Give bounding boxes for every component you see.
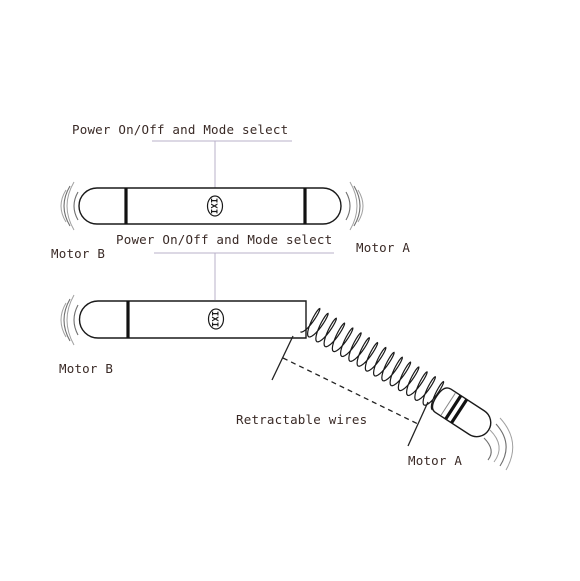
motor-a-cap-line (440, 392, 456, 416)
bottom-motor-b-label: Motor B (59, 361, 113, 376)
retractable-wire-coil (300, 307, 445, 411)
bottom-logo-text: IXI (209, 311, 219, 327)
wire-bracket-start-tick (271, 335, 294, 381)
wire-bracket-dashed-line (282, 357, 419, 425)
motor-a-band-1 (444, 394, 463, 420)
motor-a-band-2 (450, 398, 469, 424)
top-device: Power On/Off and Mode select IXI Motor B… (51, 122, 410, 261)
top-motor-a-label: Motor A (356, 240, 410, 255)
top-left-vibration-icon (60, 181, 79, 231)
coil-spiral-path (300, 307, 445, 411)
top-right-vibration-icon (345, 181, 364, 231)
motor-a-bullet (431, 387, 492, 438)
bottom-right-vibration-icon (483, 417, 514, 471)
top-power-button-logo-icon: IXI (206, 195, 224, 217)
top-logo-text: IXI (208, 198, 218, 214)
retractable-wires-label: Retractable wires (236, 412, 367, 427)
top-motor-b-label: Motor B (51, 246, 105, 261)
bottom-left-vibration-icon (60, 294, 79, 346)
top-power-label: Power On/Off and Mode select (72, 122, 288, 137)
wire-bracket-end-tick (407, 401, 429, 447)
bottom-device: Power On/Off and Mode select IXI Retract… (59, 232, 514, 471)
bottom-power-button-logo-icon: IXI (207, 308, 225, 330)
bottom-device-body (78, 300, 307, 339)
bottom-motor-a-label: Motor A (408, 453, 462, 468)
bottom-power-label: Power On/Off and Mode select (116, 232, 332, 247)
